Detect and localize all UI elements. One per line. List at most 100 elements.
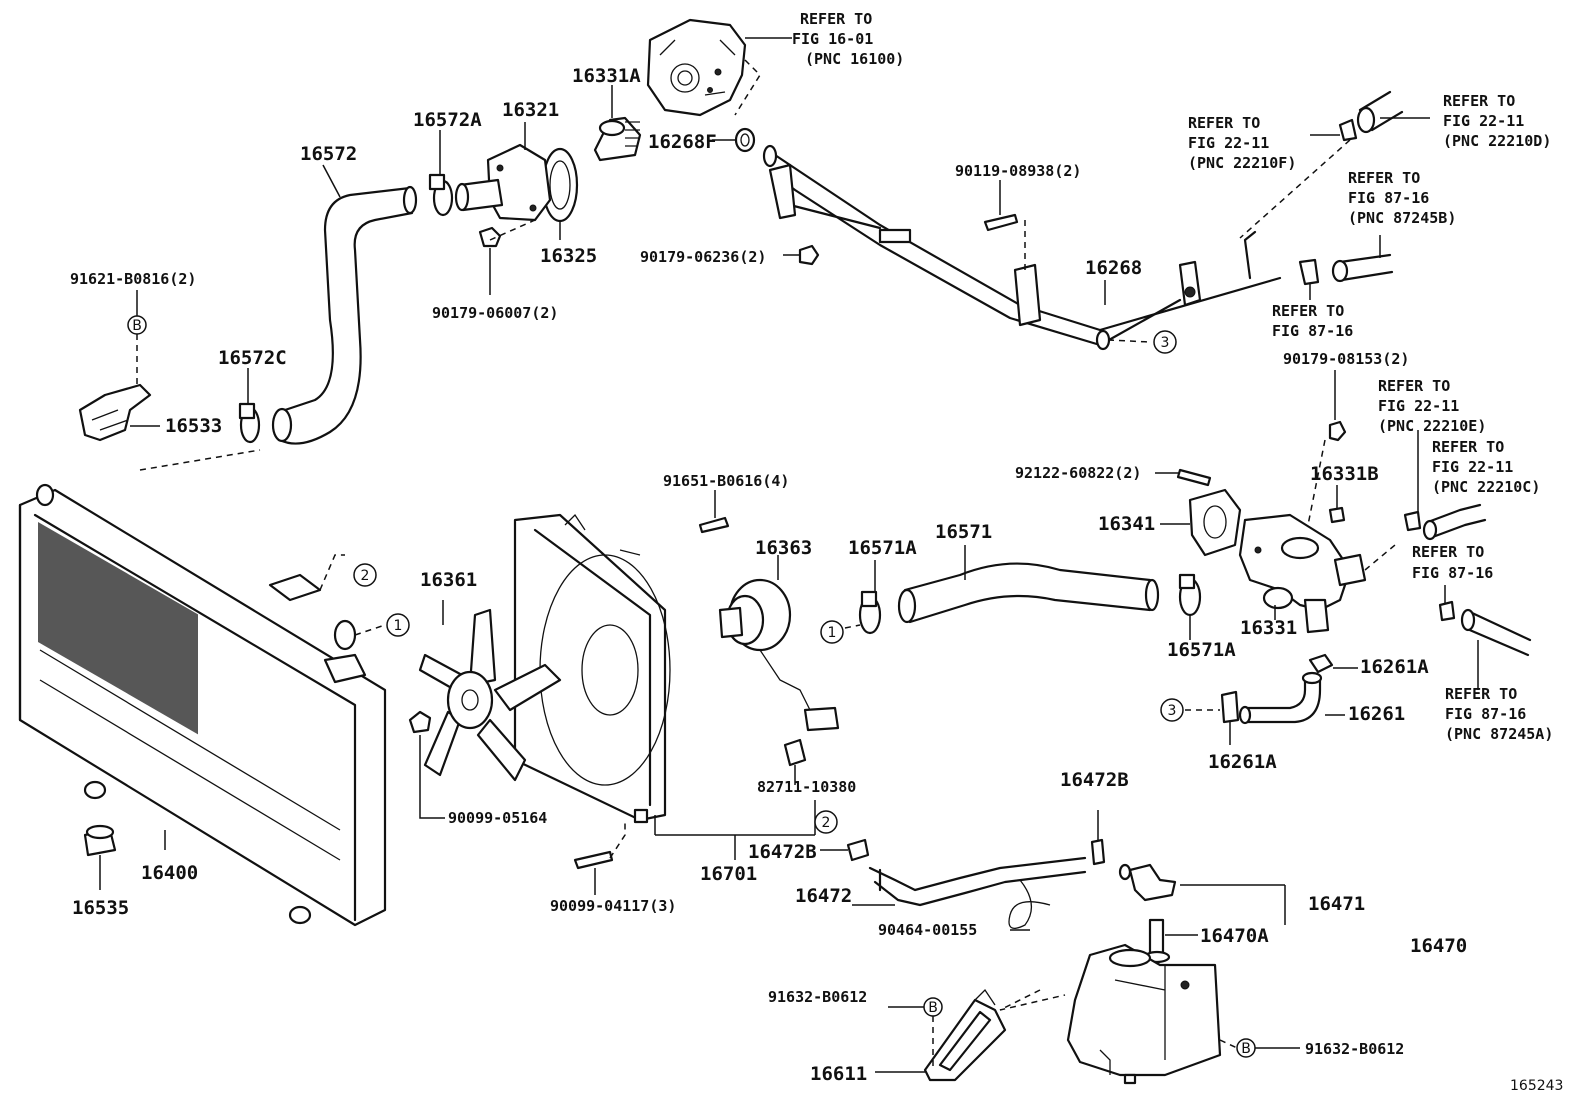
marker-b-left: B: [928, 1000, 938, 1016]
reservoir-bracket: [923, 988, 1007, 1082]
label-16268F: 16268F: [648, 131, 717, 153]
bolt-icon: [983, 213, 1019, 232]
ref-6-line-1: REFER TO: [1378, 377, 1450, 395]
ref-1-line-2: FIG 16-01: [792, 30, 873, 48]
gasket-ring: [734, 127, 756, 153]
drain-plug: [83, 824, 117, 857]
wire-clip-icon: [783, 738, 807, 767]
ref-2-line-3: (PNC 22210D): [1443, 132, 1551, 150]
hose-clamp-radiator: [858, 590, 882, 635]
label-90099-04117: 90099-04117(3): [550, 897, 676, 915]
label-90119-08938: 90119-08938(2): [955, 162, 1081, 180]
ref-8-line-1: REFER TO: [1412, 543, 1484, 561]
marker-b-right: B: [1241, 1041, 1251, 1057]
label-16400: 16400: [141, 862, 198, 884]
label-16572: 16572: [300, 143, 357, 165]
hose-clip-icon: [846, 838, 870, 862]
bolt-icon-2: [1176, 468, 1212, 487]
label-16472: 16472: [795, 885, 852, 907]
bolt-icon-3: [698, 516, 730, 534]
reservoir-cap-hose: [1118, 863, 1177, 902]
label-16261A-low: 16261A: [1208, 751, 1277, 773]
ref-7-line-3: (PNC 22210C): [1432, 478, 1540, 496]
cooling-fan: [418, 608, 562, 782]
label-16331: 16331: [1240, 617, 1297, 639]
reservoir-hose: [868, 856, 1087, 907]
label-91651-B0616: 91651-B0616(4): [663, 472, 789, 490]
nut-icon: [478, 226, 502, 248]
radiator: [18, 483, 387, 927]
water-inlet-housing: [1238, 513, 1367, 634]
ref-9-line-3: (PNC 87245A): [1445, 725, 1553, 743]
label-16472B-top: 16472B: [1060, 769, 1129, 791]
hose-clamp: [428, 173, 454, 217]
clamp-icon-2: [1220, 690, 1240, 724]
bypass-hose: [1238, 671, 1323, 725]
ref-4-line-1: REFER TO: [1348, 169, 1420, 187]
label-16572A: 16572A: [413, 109, 482, 131]
marker-3-bottom: 3: [1168, 703, 1177, 719]
ref-1-line-1: REFER TO: [800, 10, 872, 28]
radiator-support-bracket: [78, 383, 152, 442]
lower-radiator-hose: [897, 562, 1160, 624]
label-82711-10380: 82711-10380: [757, 778, 856, 796]
water-inlet-gasket: [1188, 488, 1242, 557]
ref-5-line-1: REFER TO: [1272, 302, 1344, 320]
nut-icon-2: [798, 244, 820, 266]
hose-clip-spring: [1008, 879, 1051, 929]
label-90179-08153: 90179-08153(2): [1283, 350, 1409, 368]
label-91621-B0816: 91621-B0816(2): [70, 270, 196, 288]
part-labels: 16572 16572A 16321 16331A 16268F 16325 9…: [70, 65, 1563, 1094]
label-16325: 16325: [540, 245, 597, 267]
ref-1-line-3: (PNC 16100): [805, 50, 904, 68]
hose-clamp-lower: [238, 402, 261, 444]
label-92122-60822: 92122-60822(2): [1015, 464, 1141, 482]
label-16268: 16268: [1085, 257, 1142, 279]
label-16533: 16533: [165, 415, 222, 437]
label-16331A: 16331A: [572, 65, 641, 87]
ref-7-line-2: FIG 22-11: [1432, 458, 1513, 476]
label-16611: 16611: [810, 1063, 867, 1085]
nut-icon-3: [1328, 420, 1347, 442]
label-16701: 16701: [700, 863, 757, 885]
heater-hose-bottom: [1438, 600, 1532, 657]
water-bypass-pipe: [762, 144, 1282, 351]
label-90464-00155: 90464-00155: [878, 921, 977, 939]
label-16470A: 16470A: [1200, 925, 1269, 947]
ref-3-line-1: REFER TO: [1188, 114, 1260, 132]
ref-9-line-2: FIG 87-16: [1445, 705, 1526, 723]
water-outlet: [454, 143, 552, 222]
engine-housing-illustration: [646, 18, 747, 117]
label-90179-06236: 90179-06236(2): [640, 248, 766, 266]
ref-6-line-2: FIG 22-11: [1378, 397, 1459, 415]
label-16571A-top: 16571A: [848, 537, 917, 559]
label-16261A-top: 16261A: [1360, 656, 1429, 678]
fan-shroud: [513, 513, 671, 824]
label-16572C: 16572C: [218, 347, 287, 369]
upper-radiator-hose: [274, 186, 414, 445]
marker-1-right: 1: [828, 625, 837, 641]
ref-4-line-2: FIG 87-16: [1348, 189, 1429, 207]
clamp-icon: [1308, 653, 1334, 674]
label-16470: 16470: [1410, 935, 1467, 957]
reservoir-cap: [1148, 918, 1165, 957]
refer-to-notes: REFER TO FIG 16-01 (PNC 16100) REFER TO …: [792, 10, 1553, 743]
ref-5-line-2: FIG 87-16: [1272, 322, 1353, 340]
ref-2-line-1: REFER TO: [1443, 92, 1515, 110]
label-16472B-left: 16472B: [748, 841, 817, 863]
marker-1-radiator: 1: [394, 618, 403, 634]
label-16321: 16321: [502, 99, 559, 121]
marker-2-radiator: 2: [361, 568, 370, 584]
label-16535: 16535: [72, 897, 129, 919]
label-90179-06007: 90179-06007(2): [432, 304, 558, 322]
label-16363: 16363: [755, 537, 812, 559]
ref-9-line-1: REFER TO: [1445, 685, 1517, 703]
ref-3-line-2: FIG 22-11: [1188, 134, 1269, 152]
fan-motor: [718, 578, 840, 732]
label-16261: 16261: [1348, 703, 1405, 725]
label-16471: 16471: [1308, 893, 1365, 915]
heater-hose-right: [1298, 253, 1394, 286]
coolant-reservoir: [1066, 943, 1222, 1085]
heater-hose-small: [1403, 503, 1487, 541]
